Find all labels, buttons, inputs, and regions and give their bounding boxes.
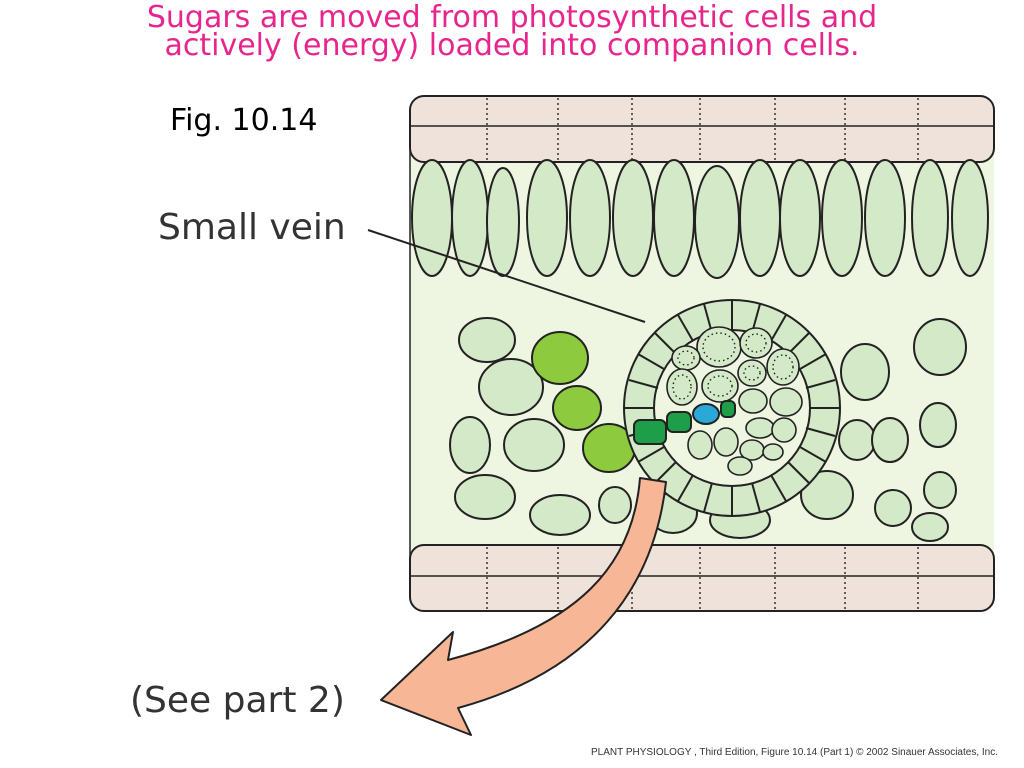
- loading-pathway-cells: [633, 400, 736, 445]
- figure-label: Fig. 10.14: [170, 103, 318, 138]
- figure-credit: PLANT PHYSIOLOGY , Third Edition, Figure…: [590, 747, 998, 758]
- slide-title-line-2: actively (energy) loaded into companion …: [164, 28, 860, 63]
- vein-leader-line: [367, 229, 646, 323]
- upper-epidermis: [409, 95, 995, 163]
- palisade-layer: [411, 159, 989, 279]
- lower-epidermis: [409, 544, 995, 612]
- photosynthetic-source-cells: [531, 331, 636, 473]
- slide-title-line-1: Sugars are moved from photosynthetic cel…: [146, 0, 878, 35]
- companion-cell: [692, 403, 720, 425]
- small-vein-label: Small vein: [158, 207, 346, 248]
- see-part-2-label: (See part 2): [130, 680, 345, 721]
- see-part-2-arrow: [380, 477, 667, 736]
